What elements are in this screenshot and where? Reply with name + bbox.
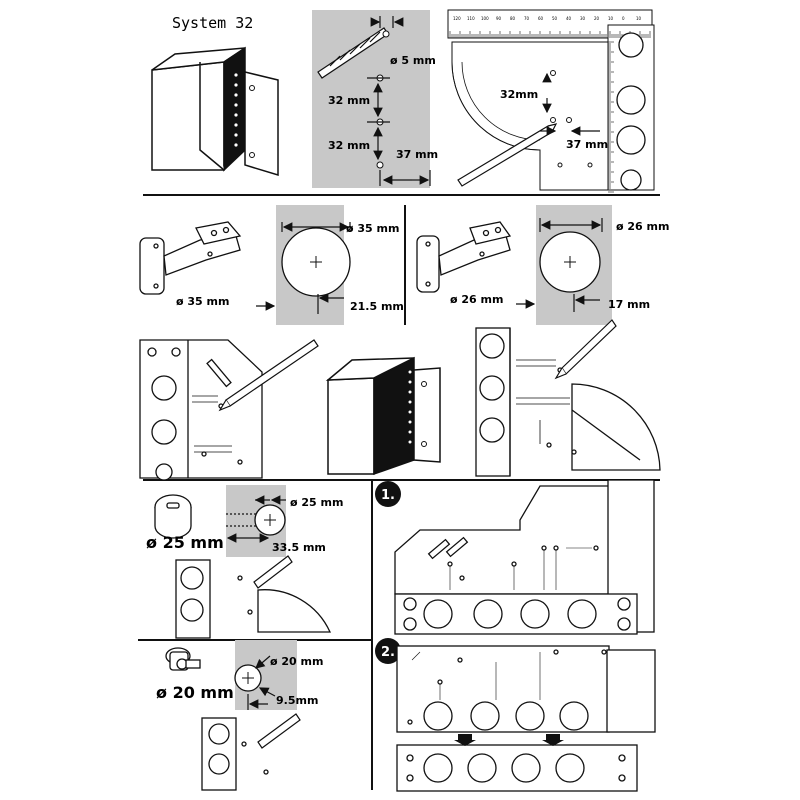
tick-label: 40 — [566, 16, 572, 21]
jig-right-view — [475, 327, 661, 477]
ruler-pitch-label: 32mm — [500, 88, 538, 101]
tick-label: 100 — [481, 16, 489, 21]
ruler-tick-labels: 120 110 100 90 80 70 60 50 40 30 20 10 0… — [453, 16, 642, 21]
edge-distance-label: 37 mm — [396, 148, 438, 161]
step-1-marks — [449, 547, 592, 590]
tick-label: 20 — [594, 16, 600, 21]
ruler-edge-label: 37 mm — [566, 138, 608, 151]
jig-cam20-view — [201, 717, 269, 791]
step-number: 1. — [381, 488, 395, 503]
page-title: System 32 — [172, 14, 253, 32]
hinge-35-icon — [139, 221, 242, 295]
crosshair-icon — [264, 514, 276, 526]
cam-25-dimension-arrows — [226, 495, 286, 543]
spacing-label: 32 mm — [328, 139, 370, 152]
tick-label: 30 — [580, 16, 586, 21]
cabinet-hole-row — [408, 370, 412, 444]
hinge-26-dimension-arrows — [516, 218, 603, 312]
hinge-hole-icon — [421, 441, 427, 447]
cam-20-diameter-big: ø 20 mm — [156, 683, 234, 702]
crosshair-icon — [310, 256, 322, 268]
step-1-badge: 1. — [375, 481, 401, 507]
drill-diameter-label: ø 5 mm — [390, 54, 436, 67]
cam-25-offset-label: 33.5 mm — [272, 541, 326, 554]
ruler-ticks — [449, 31, 651, 193]
cabinet-drawing — [151, 46, 279, 177]
pencil-icon — [257, 713, 301, 749]
cam-25-diameter-big: ø 25 mm — [146, 533, 224, 552]
tick-label: 70 — [524, 16, 530, 21]
hinge-hole-icon — [249, 152, 255, 158]
tick-label: 10 — [636, 16, 642, 21]
cam-20-offset-label: 9.5mm — [276, 694, 318, 707]
step-number: 2. — [381, 645, 395, 660]
hinge-26-offset-label: 17 mm — [608, 298, 650, 311]
tick-label: 90 — [496, 16, 502, 21]
jig-left-marks — [192, 395, 232, 453]
hinge-35-cup-label: ø 35 mm — [346, 222, 399, 235]
jig-cam25-view — [175, 559, 332, 639]
spacing-label: 32 mm — [328, 94, 370, 107]
cabinet-hole-row — [234, 73, 238, 147]
tick-label: 50 — [552, 16, 558, 21]
jig-bushing-icons — [616, 32, 646, 191]
ruler-dimension-arrows — [540, 72, 600, 136]
cabinet-drawing — [325, 356, 441, 476]
hinge-hole-icon — [249, 85, 255, 91]
dimension-arrows — [367, 16, 431, 186]
crosshair-icon — [242, 672, 254, 684]
tick-label: 120 — [453, 16, 461, 21]
hinge-hole-icon — [421, 381, 427, 387]
hinge-35-diameter-label: ø 35 mm — [176, 295, 229, 308]
step-2-badge: 2. — [375, 638, 401, 664]
hinge-26-cup-label: ø 26 mm — [616, 220, 669, 233]
tick-label: 60 — [538, 16, 544, 21]
cam-20-diameter-label: ø 20 mm — [270, 655, 323, 668]
down-arrow-icon — [454, 734, 476, 746]
step-2-marks — [411, 651, 541, 700]
jig-ruler — [447, 9, 655, 191]
jig-right-marks — [516, 359, 570, 444]
crosshair-icon — [564, 256, 576, 268]
cam-fitting-25-icon — [154, 494, 192, 539]
step-2-jig — [396, 645, 656, 792]
jig-left-view — [139, 339, 263, 481]
hinge-26-diameter-label: ø 26 mm — [450, 293, 503, 306]
tick-label: 0 — [622, 16, 625, 21]
tick-label: 110 — [467, 16, 475, 21]
pencil-icon — [218, 339, 319, 412]
cam-20-dimension-arrows — [247, 655, 276, 710]
hinge-35-offset-label: 21.5 mm — [350, 300, 404, 313]
cam-fitting-20-icon — [165, 647, 201, 671]
step-1-jig — [394, 479, 655, 635]
down-arrow-icon — [542, 734, 564, 746]
pencil-icon — [554, 319, 617, 380]
tick-label: 10 — [608, 16, 614, 21]
pencil-icon — [253, 555, 293, 589]
hinge-26-icon — [416, 221, 512, 293]
tick-label: 80 — [510, 16, 516, 21]
cam-25-diameter-label: ø 25 mm — [290, 496, 343, 509]
hinge-35-dimension-arrows — [256, 222, 351, 314]
